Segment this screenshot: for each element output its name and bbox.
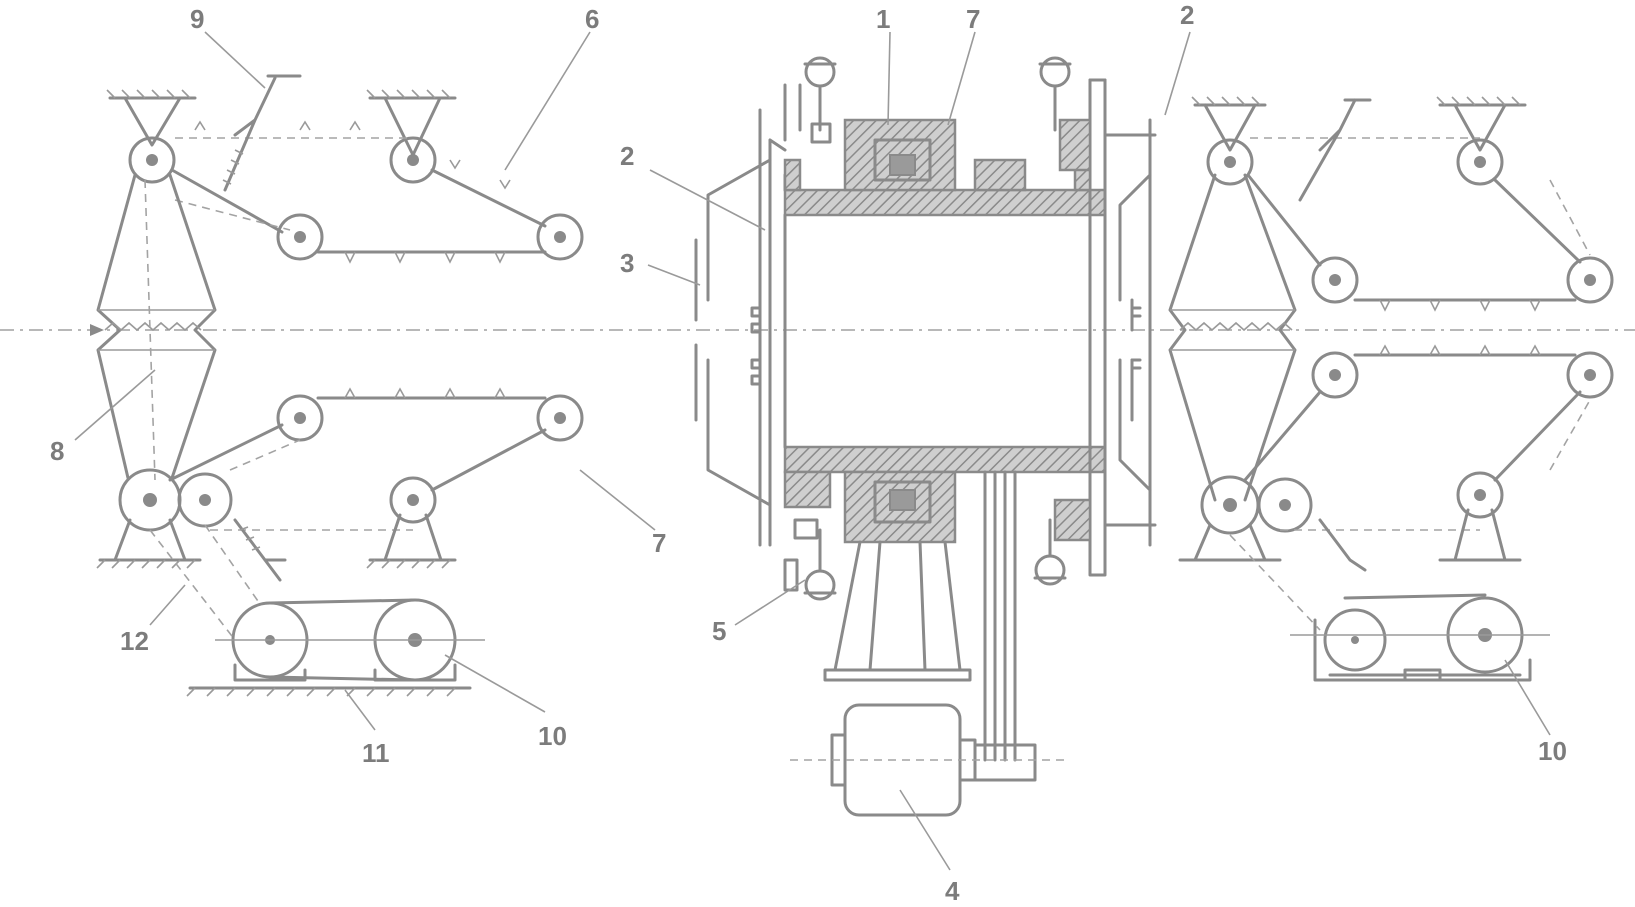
- label-4: 4: [945, 876, 960, 906]
- lower-left-roller: [804, 569, 836, 601]
- lower-chain: [168, 396, 547, 492]
- right-feed-frame: [1168, 173, 1217, 502]
- label-8: 8: [50, 436, 64, 466]
- label-11: 11: [362, 738, 390, 768]
- drum-bottom-wall: [783, 445, 1107, 474]
- right-drive-belt: [1328, 593, 1522, 677]
- lower-tension-sprocket: [389, 476, 437, 524]
- right-cover: [1118, 173, 1152, 492]
- left-unit: [96, 74, 584, 697]
- axis-arrow: [90, 324, 104, 336]
- label-7-left: 7: [652, 528, 666, 558]
- upper-left-hanger: [106, 89, 197, 147]
- label-10-left: 10: [538, 721, 567, 751]
- label-5: 5: [712, 616, 726, 646]
- label-12: 12: [120, 626, 149, 656]
- label-9: 9: [190, 4, 204, 34]
- upper-lower-sprocket-left: [276, 213, 324, 261]
- upper-left-bracket: [783, 83, 802, 142]
- left-cover: [706, 158, 772, 507]
- label-3: 3: [620, 248, 634, 278]
- drum-top-wall: [783, 188, 1107, 217]
- left-end-plate: [768, 138, 787, 547]
- tensioner-spring: [223, 76, 277, 192]
- label-10-right: 10: [1538, 736, 1567, 766]
- upper-drive-sprocket: [128, 136, 176, 184]
- label-7-top: 7: [966, 4, 980, 34]
- upper-lower-sprocket-right: [536, 213, 584, 261]
- right-motor-pulley: [1323, 608, 1387, 672]
- right-upper-drive-sprocket: [1206, 138, 1254, 186]
- right-upper-chain: [1246, 173, 1582, 302]
- v-belts: [983, 470, 1017, 762]
- center-drum: [694, 56, 1157, 817]
- leader-lines: [74, 31, 1551, 871]
- right-end-plate: [1088, 78, 1107, 577]
- right-lower-chain: [1243, 353, 1582, 482]
- upper-right-hanger: [366, 89, 457, 157]
- label-2-left: 2: [620, 141, 634, 171]
- lower-upper-sprocket-right: [536, 394, 584, 442]
- upper-tension-sprocket: [389, 136, 437, 184]
- label-1: 1: [876, 4, 890, 34]
- label-2-top-right: 2: [1180, 0, 1194, 30]
- label-6: 6: [585, 4, 599, 34]
- right-unit: [1168, 96, 1614, 682]
- lower-right-roller: [1034, 554, 1066, 586]
- support-pedestal: [833, 540, 962, 672]
- upper-chain: [170, 168, 547, 254]
